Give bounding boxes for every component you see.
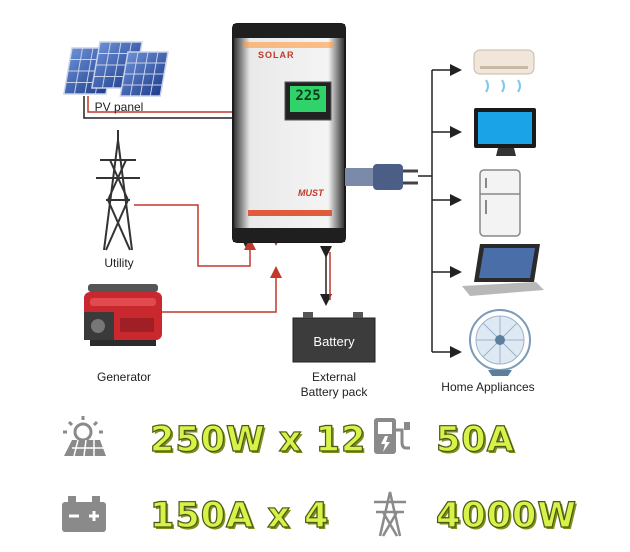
output-plug-icon xyxy=(345,164,418,190)
television-icon xyxy=(474,108,536,156)
lcd-reading: 225 xyxy=(295,88,321,104)
inverter-brand-label: SOLAR xyxy=(258,50,295,60)
battery-caption-line1: External xyxy=(311,370,357,384)
battery-caption-line2: Battery pack xyxy=(300,385,368,399)
laptop-icon xyxy=(462,244,544,296)
utility-label: Utility xyxy=(104,256,134,270)
transmission-tower-icon xyxy=(374,491,406,537)
inverter-unit: MUST xyxy=(232,23,346,243)
battery-box-label: Battery xyxy=(313,334,355,349)
charger-icon xyxy=(374,418,410,454)
air-conditioner-icon xyxy=(473,49,535,93)
fan-icon xyxy=(469,309,531,376)
battery-spec: 150A x 4 xyxy=(149,495,330,536)
battery-box xyxy=(292,312,376,363)
charge-current-spec: 50A xyxy=(435,419,515,460)
pv-power-spec: 250W x 12 xyxy=(149,419,367,460)
sun-panel-icon xyxy=(63,416,106,457)
refrigerator-icon xyxy=(479,169,521,237)
pv-panel-label: PV panel xyxy=(94,100,144,114)
battery-icon xyxy=(62,496,106,532)
home-appliances-label: Home Appliances xyxy=(441,380,535,394)
pv-panel-icon xyxy=(63,41,169,97)
generator-icon xyxy=(84,284,162,346)
generator-label: Generator xyxy=(96,370,152,384)
output-power-spec: 4000W xyxy=(435,495,578,536)
utility-tower-icon xyxy=(96,130,140,251)
svg-text:MUST: MUST xyxy=(298,188,325,198)
